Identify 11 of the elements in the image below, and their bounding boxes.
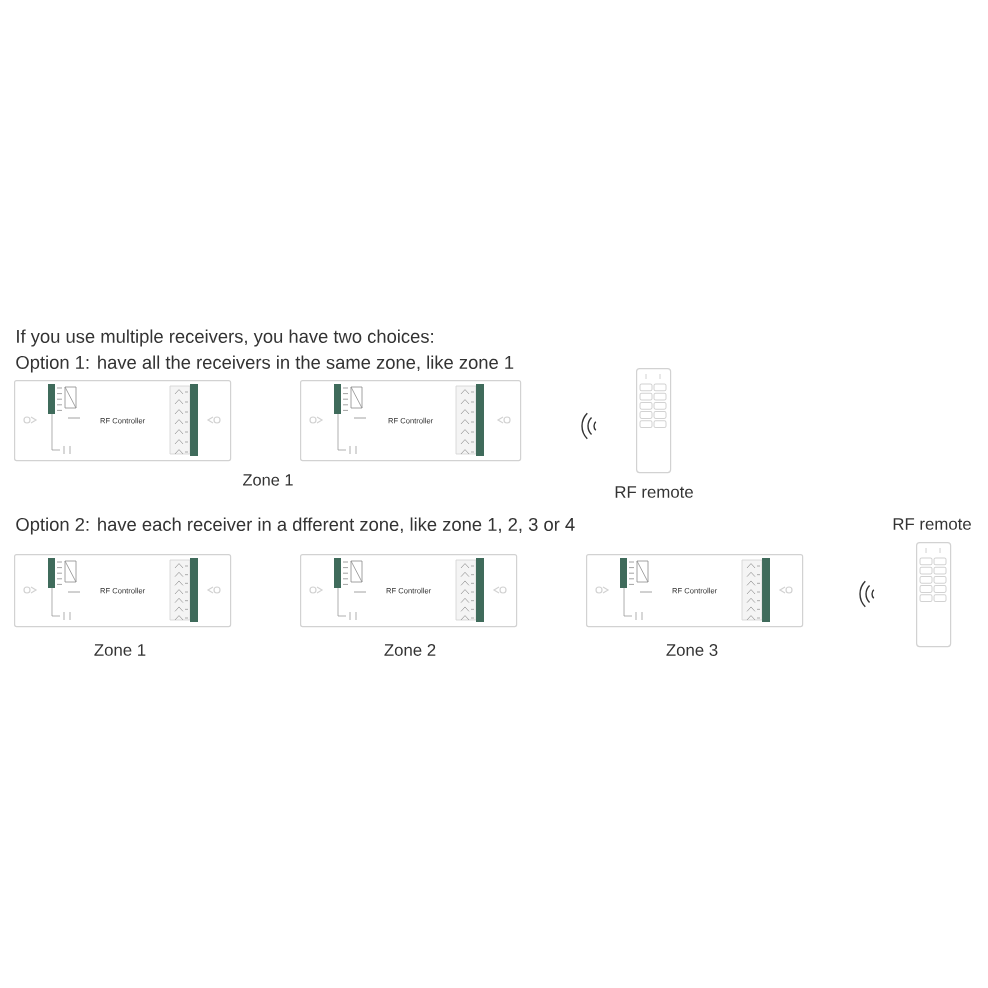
node-label: RF remote xyxy=(615,486,693,498)
instruction-text: Option 1: have all the receivers in the same zone, like zone 1 xyxy=(16,355,514,373)
node-label: Zone 1 xyxy=(94,644,146,656)
node-label: Zone 3 xyxy=(666,644,718,656)
remote-control xyxy=(636,368,672,474)
node-label: Zone 2 xyxy=(384,644,436,656)
instruction-text: If you use multiple receivers, you have two choices: xyxy=(17,329,433,347)
zone-caption: Zone 1 xyxy=(243,474,293,486)
instruction-text: Option 2: have each receiver in a dfferent zone, like zone 1, 2, 3 or 4 xyxy=(16,517,575,535)
remote-control xyxy=(916,542,952,648)
node-label: RF remote xyxy=(893,518,971,530)
